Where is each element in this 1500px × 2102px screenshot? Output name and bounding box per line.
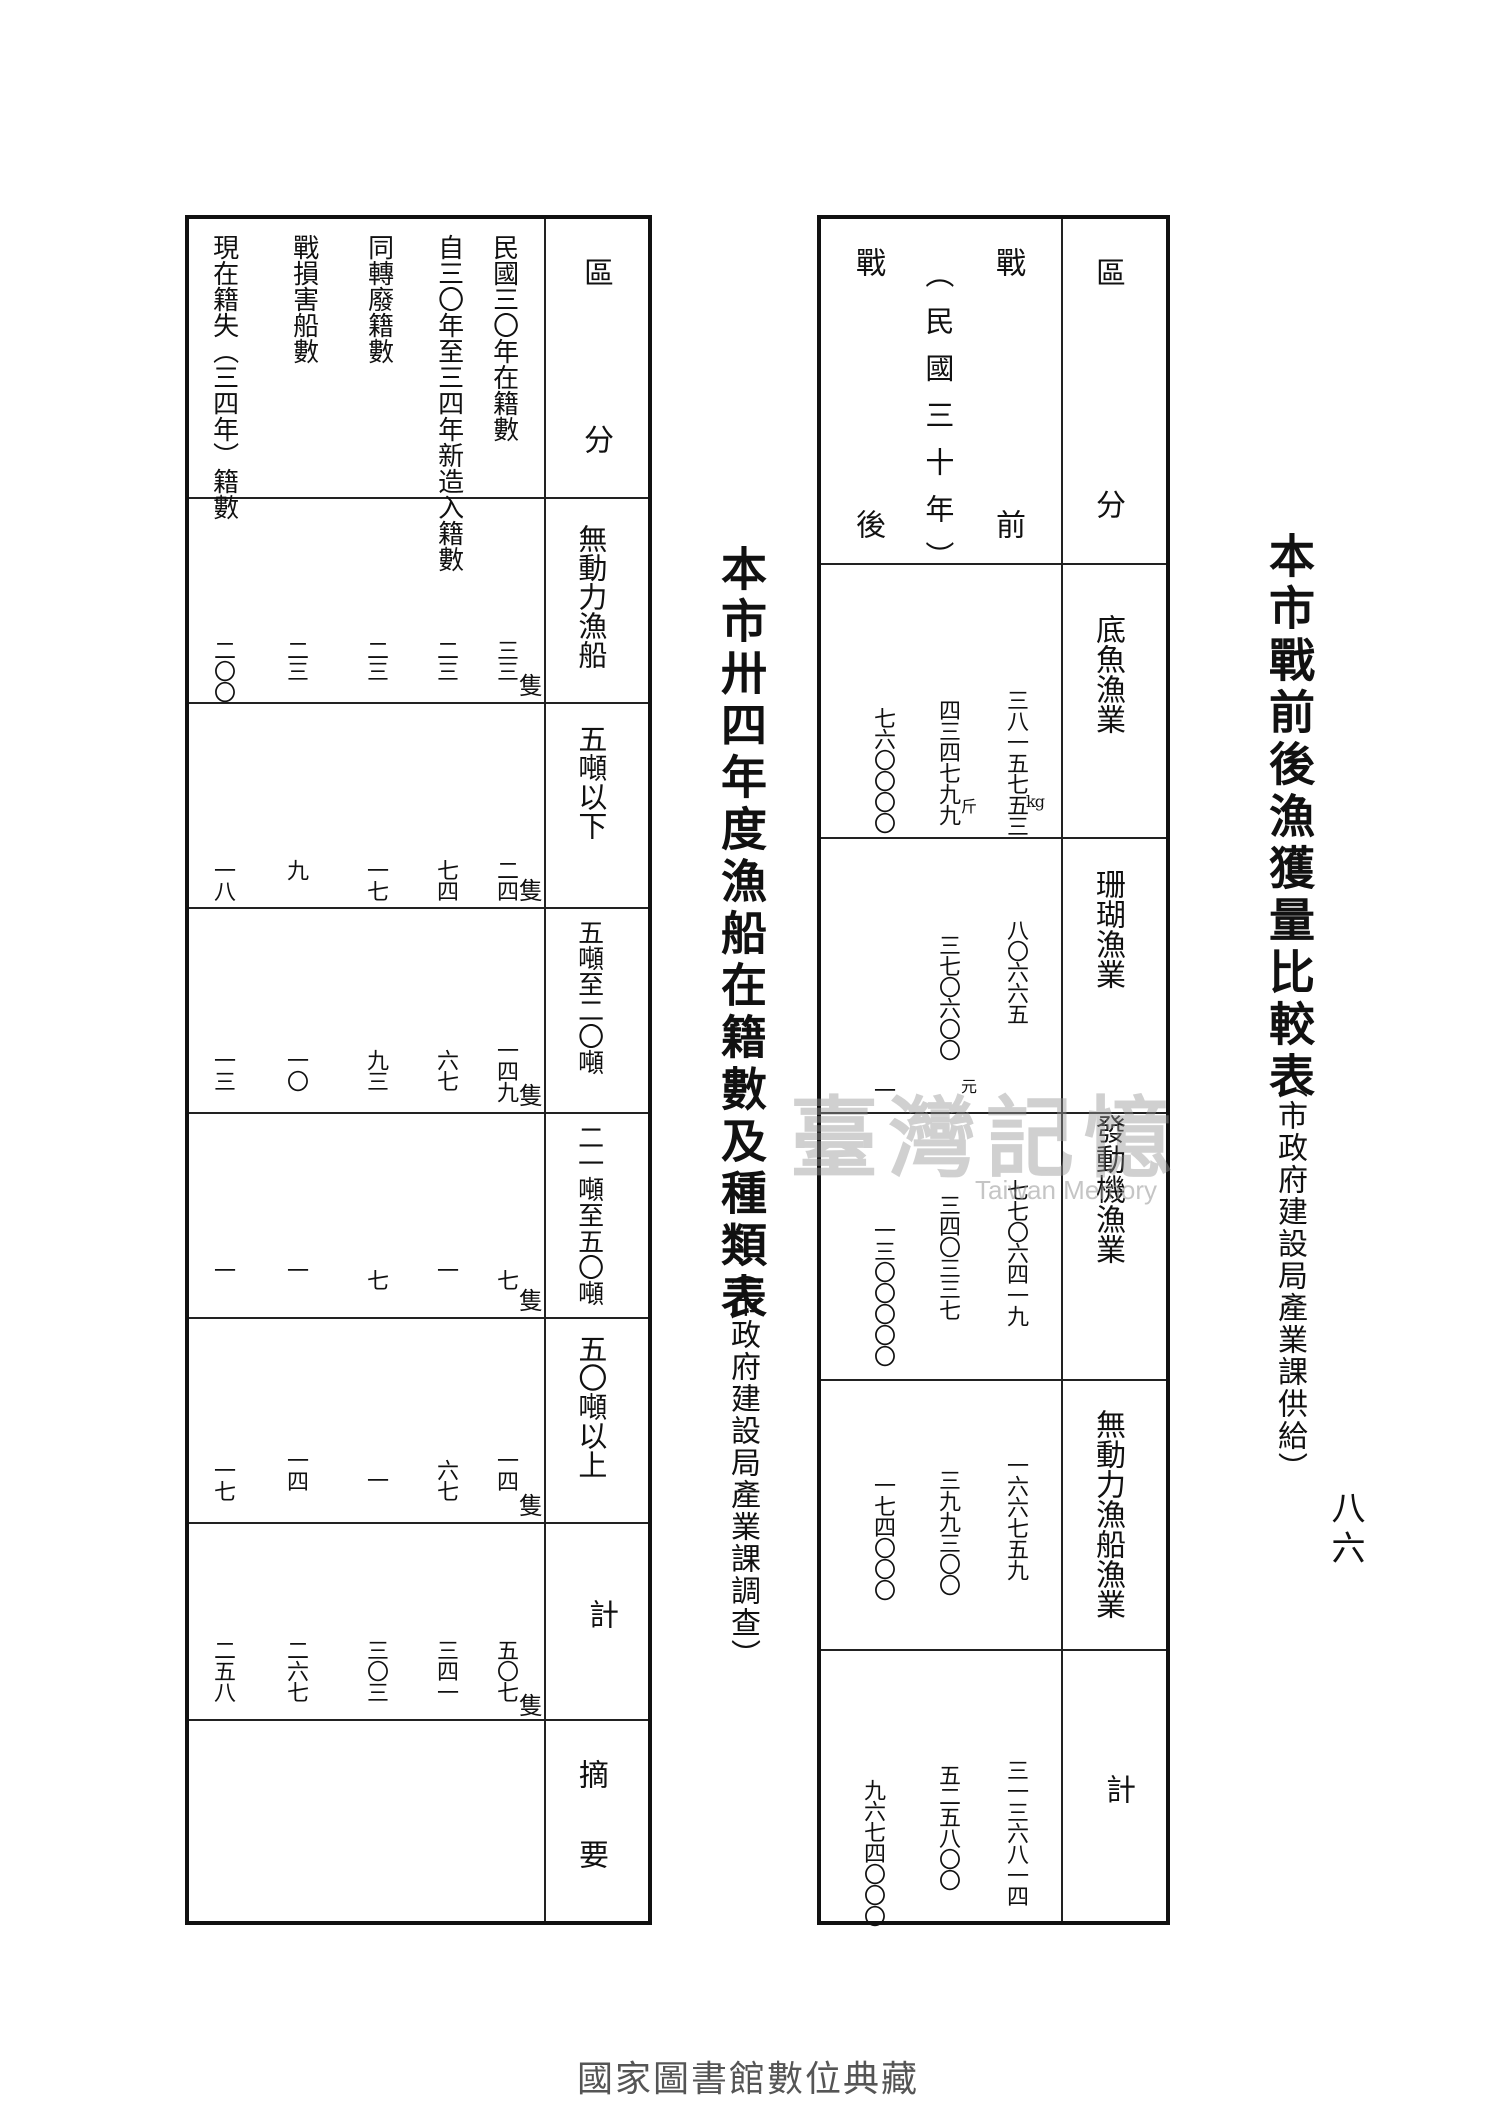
row-label-war-damage: 戰損害船數 <box>288 234 319 364</box>
right-table-title: 本市戰前後漁獲量比較表 <box>1262 532 1316 1104</box>
unit-label: 隻 <box>519 1492 543 1520</box>
data-cell: 一七 <box>363 859 388 901</box>
unit-label: 隻 <box>519 1692 543 1720</box>
postwar-kg-motor: 一三〇〇〇〇〇 <box>870 1219 895 1366</box>
data-cell: 二四 <box>493 859 518 901</box>
left-table: 區 分 無動力漁船 五噸以下 五噸至二〇噸 二一噸至五〇噸 五〇噸以上 計 摘要… <box>185 215 652 1925</box>
data-cell: 一四九 <box>493 1039 518 1102</box>
data-cell: 九三 <box>363 1049 388 1091</box>
row-label-current: 現在籍失（三四年）籍數 <box>208 234 239 520</box>
col-bottom-fish: 底魚漁業 <box>1090 614 1125 734</box>
row-postwar-bottom: 後 <box>850 509 885 539</box>
left-table-title: 本市卅四年度漁船在籍數及種類表 <box>714 545 768 1325</box>
col-under-5t: 五噸以下 <box>573 724 608 840</box>
unit-label: 隻 <box>519 1082 543 1110</box>
data-cell: 九 <box>283 859 308 880</box>
data-cell: 一四 <box>493 1449 518 1491</box>
data-cell: 一四 <box>283 1449 308 1491</box>
data-cell: 二五八 <box>210 1639 235 1702</box>
header-label-bottom: 分 <box>578 424 613 454</box>
prewar-kg-bottom-fish: 三八一五七五三 <box>1003 689 1028 836</box>
col-total: 計 <box>1100 1774 1135 1804</box>
row-label-new-registered: 自三〇年至三四年新造入籍數 <box>433 234 464 572</box>
data-cell: 一八 <box>210 859 235 901</box>
postwar-kg-total: 九六七四〇〇〇 <box>860 1779 885 1926</box>
unit-jin-label: 斤 <box>961 797 977 816</box>
col-over-50t: 五〇噸以上 <box>573 1334 608 1479</box>
prewar-kg-coral: 八〇六六五 <box>1003 919 1028 1024</box>
prewar-yen-motor: 三四〇三三七 <box>935 1194 960 1320</box>
data-cell: 二〇〇 <box>210 639 235 702</box>
header-label-bottom: 分 <box>1090 489 1125 519</box>
unit-kg-label: kg <box>1026 792 1045 811</box>
data-cell: 一 <box>363 1469 388 1490</box>
left-table-source-note: （市政府建設局產業課調查） <box>725 1255 760 1671</box>
right-table: 區 分 底魚漁業 珊瑚漁業 發動機漁業 無動力漁船漁業 計 戰 前 （民國三十年… <box>817 215 1170 1926</box>
prewar-yen-bottom-fish: 四三四七九九 <box>935 699 960 825</box>
data-cell: 一 <box>433 1259 458 1280</box>
data-cell: 一三 <box>210 1049 235 1091</box>
prewar-kg-motor: 七七〇六四一九 <box>1003 1179 1028 1326</box>
data-cell: 三四一 <box>433 1639 458 1702</box>
prewar-yen-total: 五二五八〇〇 <box>935 1764 960 1890</box>
data-cell: 二三 <box>433 639 458 681</box>
unit-yen-label: 元 <box>961 1077 977 1096</box>
col-motor: 發動機漁業 <box>1090 1114 1125 1264</box>
postwar-kg-nonmotor: 一七四〇〇〇 <box>870 1474 895 1600</box>
col-5-20t: 五噸至二〇噸 <box>573 919 604 1075</box>
data-cell: 七 <box>493 1269 518 1290</box>
data-cell: 六七 <box>433 1049 458 1091</box>
data-cell: 二三 <box>363 639 388 681</box>
postwar-kg-coral: 一 <box>870 1079 895 1100</box>
data-cell: 一七 <box>210 1459 235 1501</box>
data-cell: 六七 <box>433 1459 458 1501</box>
postwar-kg-bottom-fish: 七六〇〇〇〇 <box>870 707 895 833</box>
data-cell: 一 <box>283 1259 308 1280</box>
prewar-kg-nonmotor: 一六六七五九 <box>1003 1454 1028 1580</box>
col-21-50t: 二一噸至五〇噸 <box>573 1124 604 1306</box>
row-prewar-bottom: 前 <box>990 509 1025 539</box>
data-cell: 一 <box>210 1259 235 1280</box>
data-cell: 一〇 <box>283 1049 308 1091</box>
prewar-kg-total: 三一三六八一四 <box>1003 1759 1028 1906</box>
data-cell: 二六七 <box>283 1639 308 1702</box>
header-label-top: 區 <box>578 257 613 287</box>
col-coral: 珊瑚漁業 <box>1090 869 1125 989</box>
prewar-yen-coral: 三七〇六〇〇 <box>935 934 960 1060</box>
data-cell: 三〇三 <box>363 1639 388 1702</box>
unit-label: 隻 <box>519 1287 543 1315</box>
data-cell: 七 <box>363 1269 388 1290</box>
data-cell: 五〇七 <box>493 1639 518 1702</box>
row-label-transferred: 同轉廢籍數 <box>363 234 394 364</box>
unit-label: 隻 <box>519 877 543 905</box>
row-postwar-top: 戰 <box>850 247 885 277</box>
header-label-top: 區 <box>1090 257 1125 287</box>
row-label-1941-registered: 民國三〇年在籍數 <box>488 234 519 442</box>
footer-source: 國家圖書館數位典藏 <box>577 2059 920 2100</box>
unit-label: 隻 <box>519 672 543 700</box>
col-nonmotor: 無動力漁船漁業 <box>1090 1409 1125 1619</box>
data-cell: 三三 <box>493 639 518 681</box>
page-number: 八六 <box>1325 1490 1365 1570</box>
data-cell: 二三 <box>283 639 308 681</box>
col-total: 計 <box>583 1599 618 1629</box>
prewar-yen-nonmotor: 三九九三〇〇 <box>935 1469 960 1595</box>
watermark-subtext: Taiwan Memory <box>975 1175 1158 1205</box>
col-nonmotor-boat: 無動力漁船 <box>573 524 608 669</box>
right-table-source-note: （市政府建設局產業課供給） <box>1272 1068 1307 1484</box>
row-prewar-top: 戰 <box>990 247 1025 277</box>
watermark-text: 臺灣記憶 <box>790 1086 1183 1190</box>
col-remarks: 摘要 <box>573 1759 608 1919</box>
data-cell: 七四 <box>433 859 458 901</box>
row-middle-label: （民國三十年） <box>920 259 955 588</box>
